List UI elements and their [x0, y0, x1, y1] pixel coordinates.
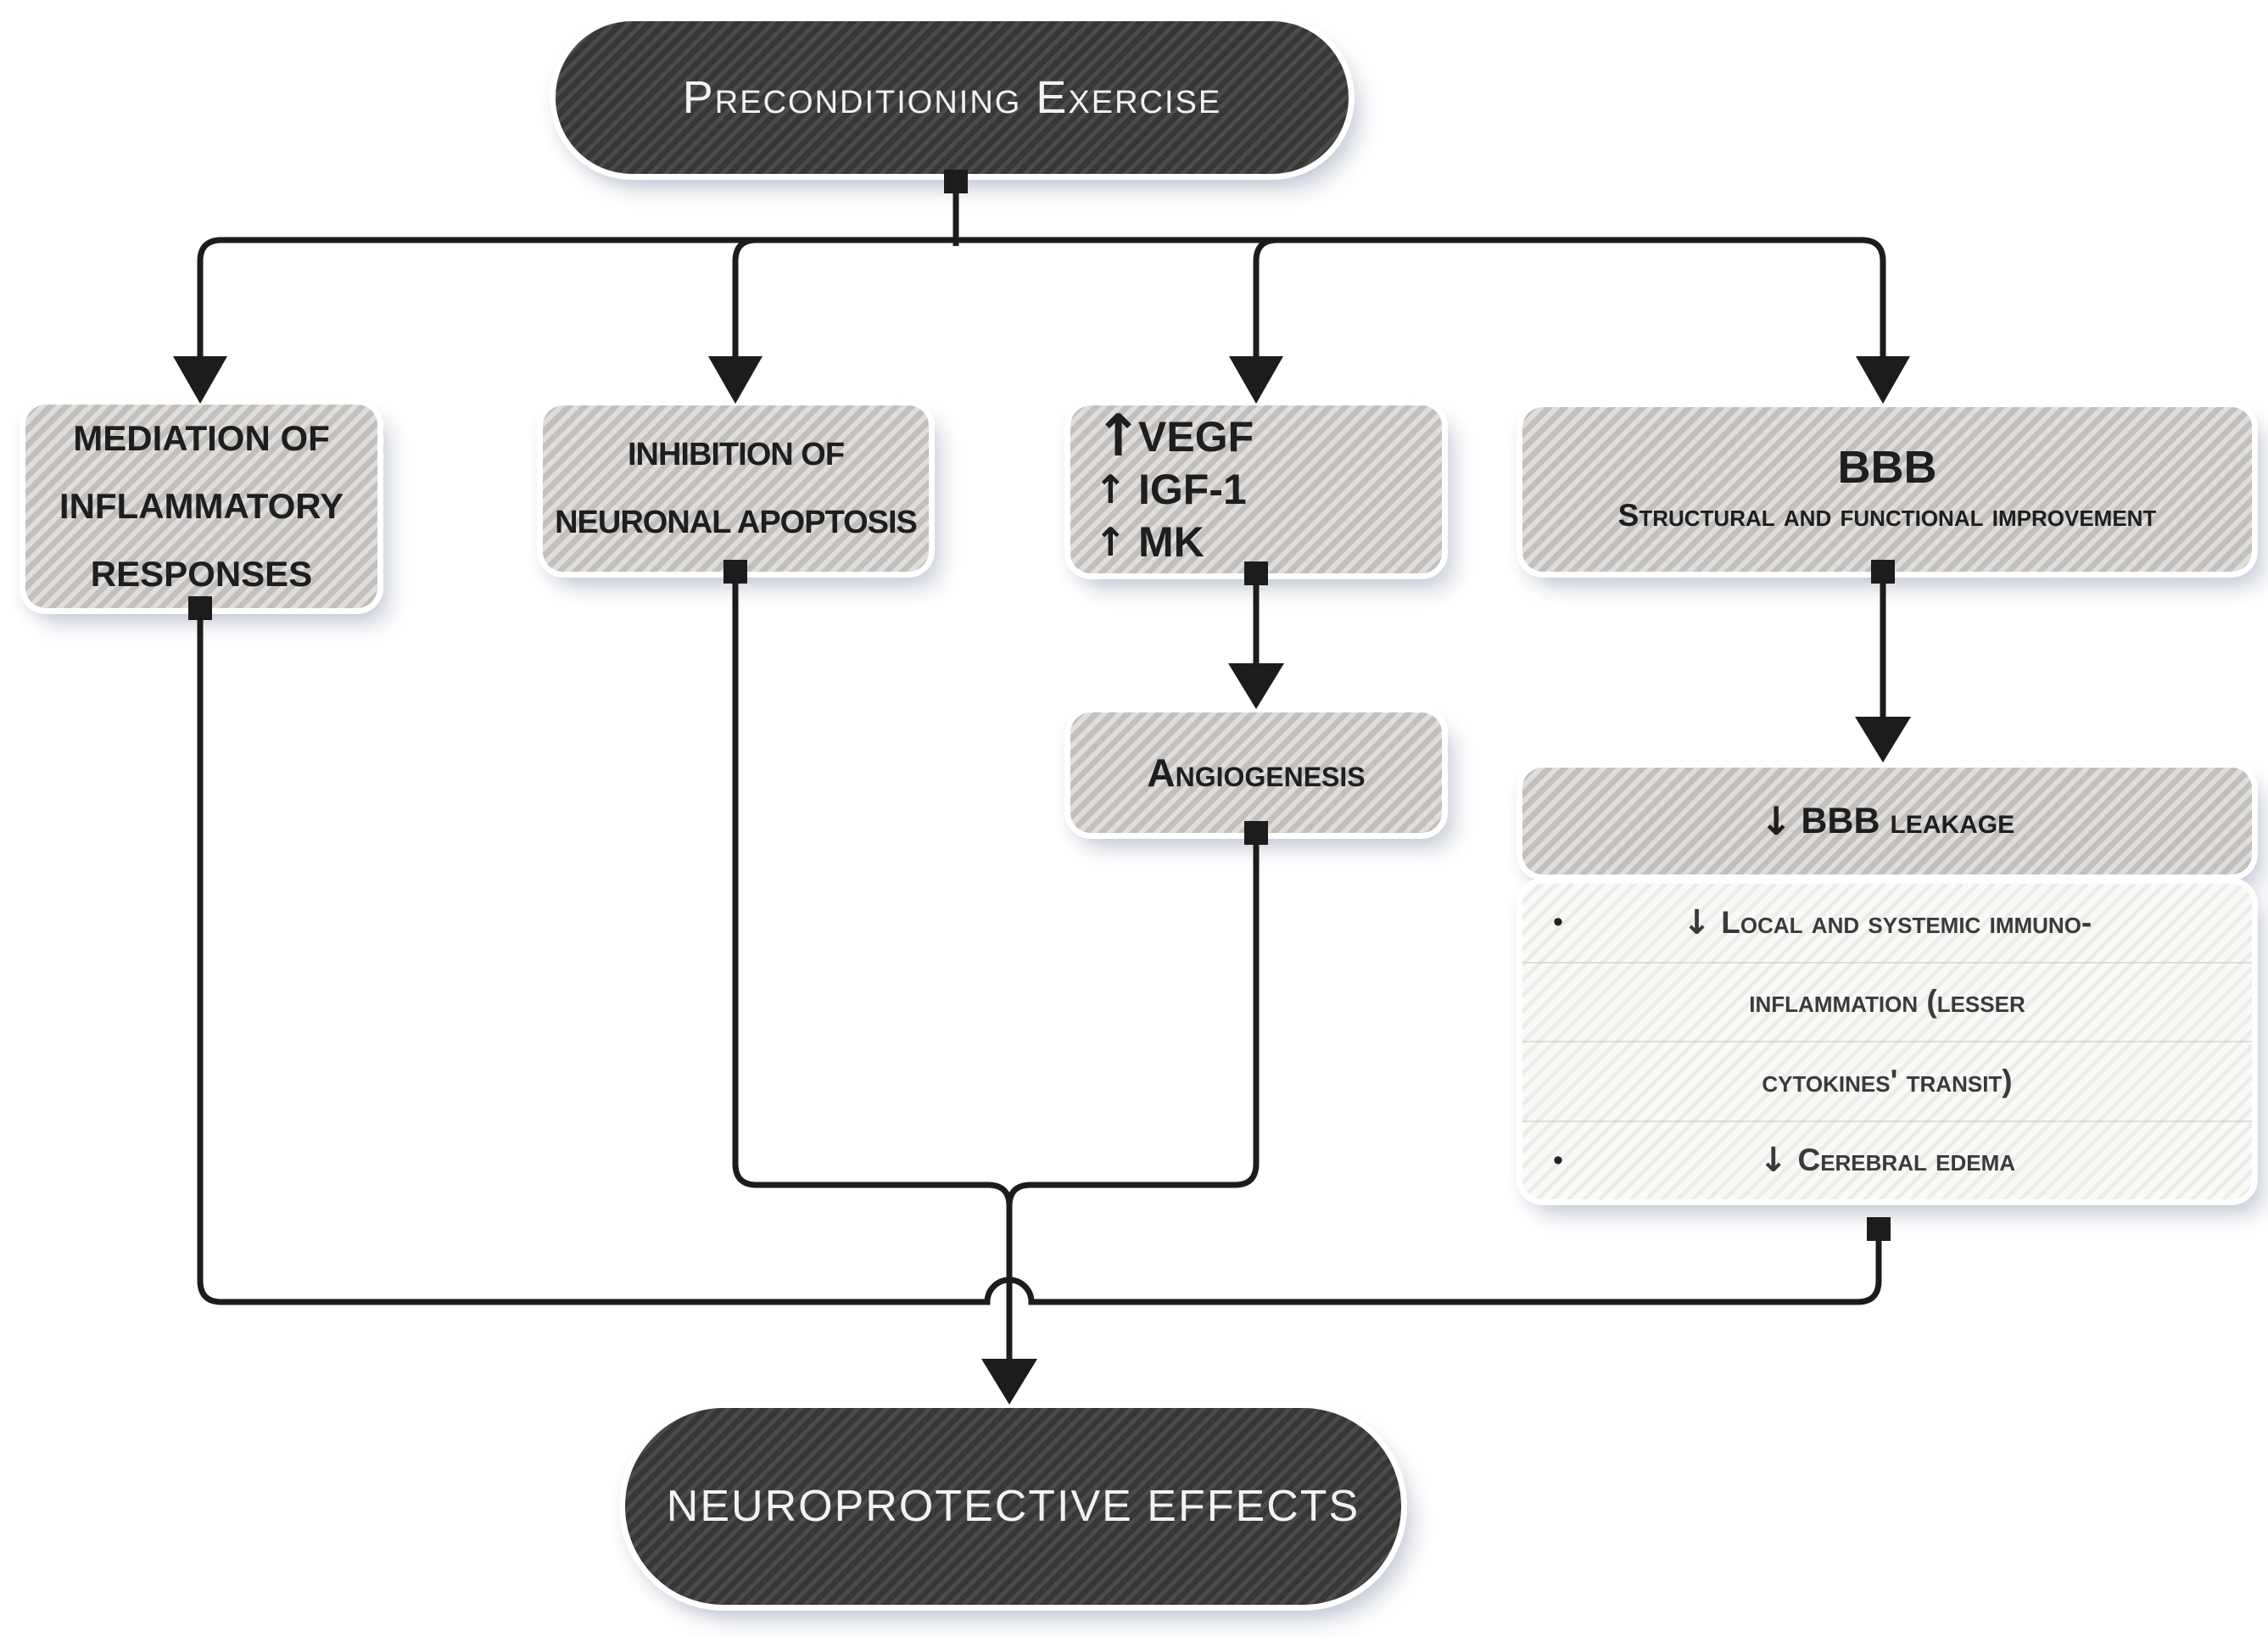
node-subtitle: Structural and functional improvement — [1617, 498, 2157, 533]
node-mediation-of-inflammatory-responses: MEDIATION OF INFLAMMATORY RESPONSES — [25, 405, 377, 608]
list-item-text: Cerebral edema — [1797, 1143, 2016, 1178]
node-neuroprotective-effects: NEUROPROTECTIVE EFFECTS — [625, 1408, 1401, 1605]
factor-row: ↑ VEGF — [1094, 402, 1254, 470]
bullet-icon: • — [1553, 1143, 1563, 1176]
connector-top-fanout — [173, 170, 1910, 404]
node-growth-factors: ↑ VEGF ↑ IGF-1 ↑ MK — [1070, 405, 1442, 573]
up-arrow-icon: ↑ — [1094, 466, 1127, 512]
list-item-continuation: inflammation (lesser — [1522, 961, 2252, 1042]
node-bbb-leakage: ↓ BBB leakage — [1522, 768, 2252, 874]
bullet-icon: • — [1553, 906, 1563, 939]
down-arrow-icon: ↓ — [1759, 798, 1793, 844]
node-label-line: NEURONAL APOPTOSIS — [555, 505, 918, 540]
connector-factors-to-angiogenesis — [1228, 561, 1284, 709]
list-item-text: cytokines' transit) — [1762, 1063, 2013, 1098]
node-title: BBB — [1837, 442, 1937, 493]
factor-label: MK — [1138, 518, 1204, 566]
node-label: Preconditioning Exercise — [682, 72, 1222, 123]
node-label: Angiogenesis — [1147, 751, 1366, 795]
node-label-line: INHIBITION OF — [627, 437, 845, 472]
list-item: • ↓ Cerebral edema — [1522, 1120, 2252, 1200]
list-item-text: Local and systemic immuno- — [1721, 904, 2092, 940]
up-arrow-icon: ↑ — [1094, 518, 1127, 565]
node-bbb-leakage-effects-list: • ↓ Local and systemic immuno- inflammat… — [1522, 884, 2252, 1199]
node-label: BBB leakage — [1801, 800, 2015, 841]
node-angiogenesis: Angiogenesis — [1070, 712, 1442, 833]
node-inhibition-of-neuronal-apoptosis: INHIBITION OF NEURONAL APOPTOSIS — [543, 405, 929, 572]
arrowhead-down — [1228, 663, 1284, 709]
node-label-line: RESPONSES — [90, 554, 313, 594]
up-arrow-icon: ↑ — [1094, 402, 1142, 470]
node-preconditioning-exercise: Preconditioning Exercise — [556, 21, 1349, 174]
node-label-line: MEDIATION OF — [73, 418, 330, 458]
down-arrow-icon: ↓ — [1682, 902, 1712, 942]
list-item-text: inflammation (lesser — [1749, 984, 2025, 1020]
arrowhead-down — [708, 356, 763, 404]
connector-stub — [1867, 1217, 1891, 1241]
list-item: • ↓ Local and systemic immuno- — [1522, 884, 2252, 962]
node-bbb-improvement: BBB Structural and functional improvemen… — [1522, 407, 2252, 572]
factor-label: VEGF — [1138, 413, 1254, 461]
factor-label: IGF-1 — [1138, 466, 1247, 513]
arrowhead-down — [1229, 356, 1283, 404]
factor-row: ↑ MK — [1094, 516, 1204, 568]
down-arrow-icon: ↓ — [1758, 1141, 1788, 1181]
arrowhead-down — [981, 1359, 1037, 1405]
arrowhead-down — [173, 356, 227, 404]
node-label: NEUROPROTECTIVE EFFECTS — [666, 1482, 1360, 1531]
arrowhead-down — [1856, 356, 1910, 404]
list-item-continuation: cytokines' transit) — [1522, 1041, 2252, 1120]
arrowhead-down — [1855, 717, 1911, 763]
factor-row: ↑ IGF-1 — [1094, 463, 1247, 516]
connector-bbb-to-leakage — [1855, 560, 1911, 763]
node-label-line: INFLAMMATORY — [59, 486, 344, 526]
